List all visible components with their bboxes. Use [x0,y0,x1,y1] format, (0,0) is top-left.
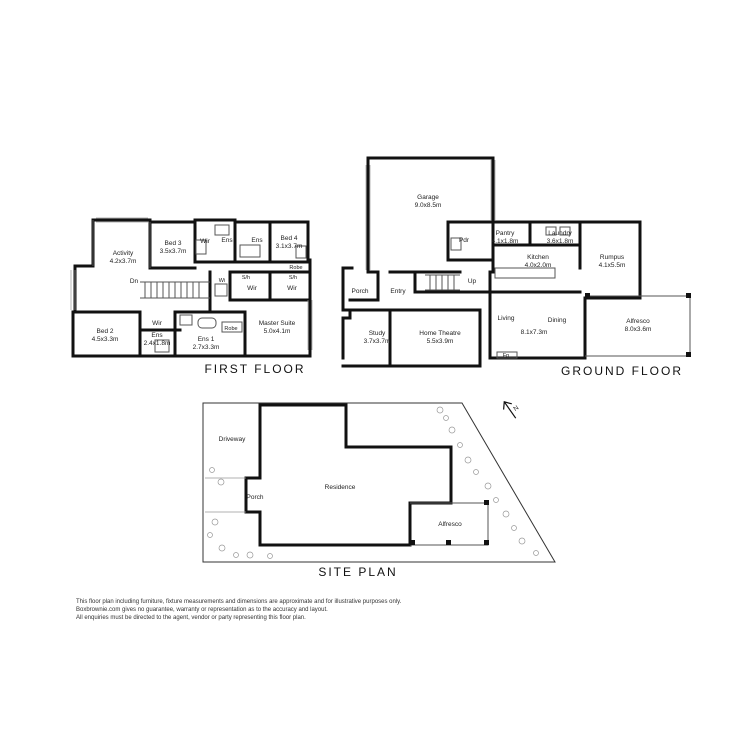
room-fp: Fp [503,353,509,359]
room-kitchen-name: Kitchen [527,254,549,261]
site-porch: Porch [247,494,264,501]
room-sh-b: S/h [289,275,297,281]
stairs-up: Up [468,278,477,285]
room-ens1-name: Ens 1 [198,336,215,343]
room-study-size: 3.7x3.7m [364,338,391,345]
room-entry: Entry [390,288,406,295]
room-pantry-size: 4.1x1.8m [492,238,519,245]
first-floor-title: FIRST FLOOR [204,362,305,376]
disclaimer-line: Boxbrownie.com gives no guarantee, warra… [76,607,328,613]
room-alfresco-name: Alfresco [626,318,650,325]
room-bed3-name: Bed 3 [165,240,182,247]
site-plan-labels: Driveway Residence Porch Alfresco [219,436,462,528]
ground-floor-title: GROUND FLOOR [561,364,683,378]
room-laundry-name: Laundry [548,230,572,237]
room-wir-low: Wir [152,320,163,327]
room-activity-size: 4.2x3.7m [110,258,137,265]
room-sh-a: S/h [242,275,250,281]
north-arrow-icon: N [503,401,521,419]
stairs-dn: Dn [130,278,139,285]
room-dining: Dining [548,317,567,324]
room-rumpus-size: 4.1x5.5m [599,262,626,269]
room-study-name: Study [369,330,386,337]
room-wi: Wi [219,278,225,284]
room-theatre-name: Home Theatre [419,330,461,337]
room-ens1-size: 2.7x3.3m [193,344,220,351]
room-pdr: Pdr [459,237,470,244]
site-plan-title: SITE PLAN [318,565,397,579]
room-rumpus-name: Rumpus [600,254,625,261]
room-living: Living [498,315,515,322]
room-ens-top-b: Ens [251,237,263,244]
room-robe2: Robe [224,326,237,332]
room-kitchen-size: 4.0x2.0m [525,262,552,269]
room-laundry-size: 3.6x1.8m [547,238,574,245]
room-bed4-name: Bed 4 [281,235,298,242]
room-garage-name: Garage [417,194,439,201]
room-wir-top: Wir [200,238,211,245]
room-bed2-name: Bed 2 [97,328,114,335]
room-alfresco-size: 8.0x3.6m [625,326,652,333]
first-floor-plan: FIRST FLOOR [70,217,313,376]
disclaimer: This floor plan including furniture, fix… [76,598,496,622]
site-residence: Residence [325,484,356,491]
disclaimer-line: This floor plan including furniture, fix… [76,599,402,605]
room-bed2-size: 4.5x3.3m [92,336,119,343]
room-garage-size: 9.0x8.5m [415,202,442,209]
site-plan: SITE PLAN [202,402,556,579]
site-alfresco: Alfresco [438,521,462,528]
room-bed3-size: 3.5x3.7m [160,248,187,255]
room-wir-mid-a: Wir [247,285,258,292]
room-living-size: 8.1x7.3m [521,329,548,336]
disclaimer-line: All enquiries must be directed to the ag… [76,615,306,621]
room-porch: Porch [352,288,369,295]
ground-floor-plan: GROUND FLOOR [341,156,691,378]
room-bed4-size: 3.1x3.7m [276,243,303,250]
room-pantry-name: Pantry [496,230,516,237]
room-activity-name: Activity [113,250,134,257]
ground-floor-room-labels: Garage 9.0x8.5m Pdr Pantry 4.1x1.8m Laun… [352,194,652,359]
room-theatre-size: 5.5x3.9m [427,338,454,345]
room-master-size: 5.0x4.1m [264,328,291,335]
room-robe: Robe [289,265,302,271]
room-ens2-name: Ens [151,332,163,339]
compass-label: N [512,404,520,413]
room-ens-top-a: Ens [221,237,233,244]
room-ens2-size: 2.4x1.8m [144,340,171,347]
room-master-name: Master Suite [259,320,296,327]
first-floor-room-labels: Activity 4.2x3.7m Bed 3 3.5x3.7m Wir Ens… [92,235,303,351]
site-driveway: Driveway [219,436,246,443]
room-wir-mid-b: Wir [287,285,298,292]
